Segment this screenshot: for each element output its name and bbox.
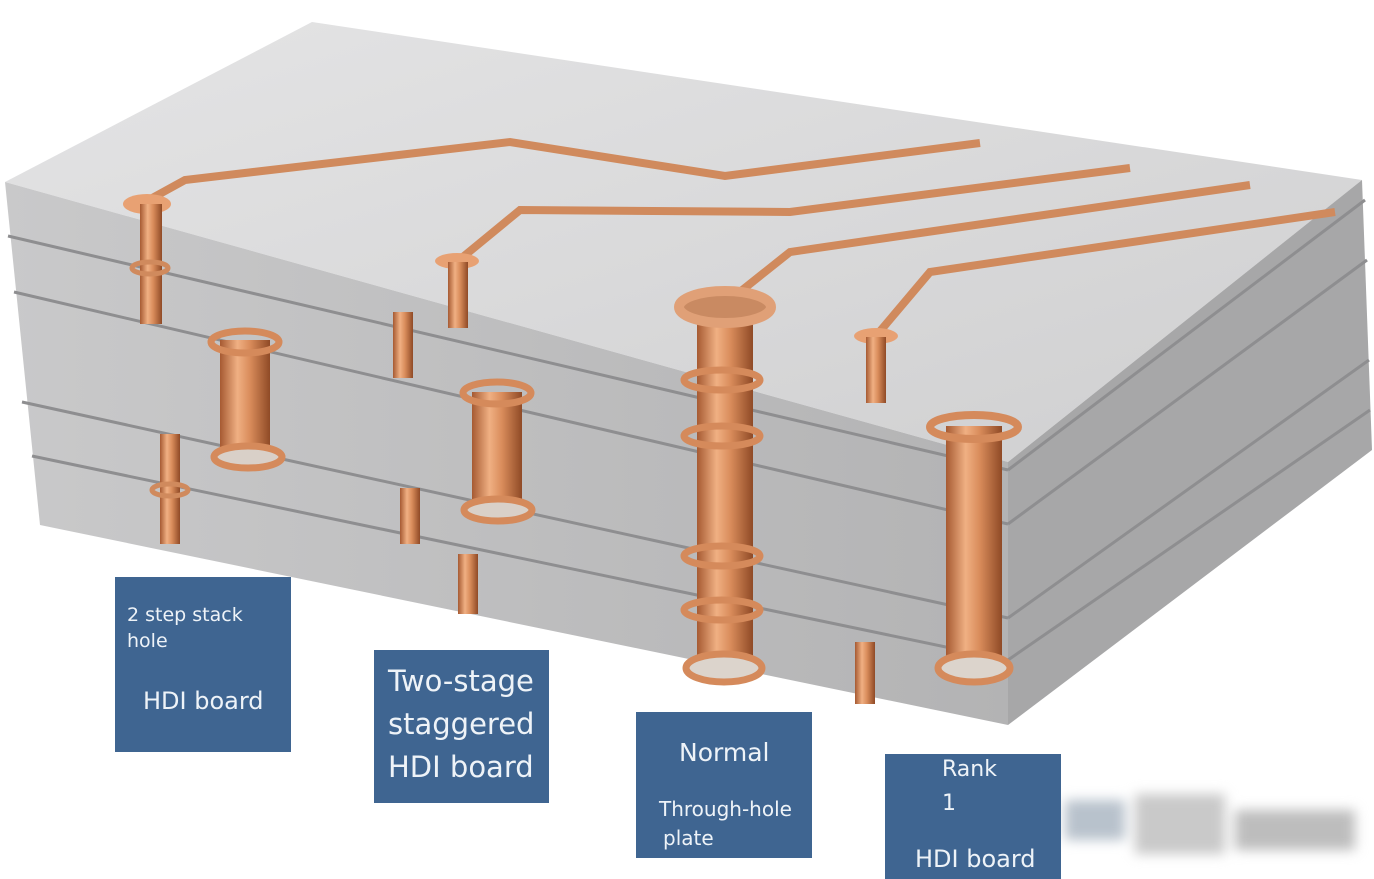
- label-line: Through-hole: [659, 797, 792, 821]
- label-line: staggered: [388, 707, 535, 741]
- label-line: Two-stage: [388, 664, 534, 698]
- label-normal-through-hole: Normal Through-hole plate: [636, 712, 812, 858]
- board-top-face: [5, 22, 1362, 462]
- blurred-watermark: [1055, 790, 1365, 870]
- label-line: 2 step stack: [127, 604, 243, 626]
- label-line: HDI board: [143, 687, 264, 715]
- label-line: plate: [663, 826, 714, 850]
- via-stack: [123, 194, 286, 544]
- label-line: HDI board: [388, 750, 534, 784]
- label-line: hole: [127, 630, 168, 652]
- via-staggered: [393, 253, 536, 614]
- label-two-step-stack-hole: 2 step stack hole HDI board: [115, 577, 291, 752]
- layer-lines: [7, 198, 1371, 662]
- label-line: HDI board: [915, 845, 1036, 873]
- copper-traces: [143, 137, 1336, 339]
- label-rank-one-hdi: Rank 1 HDI board: [885, 754, 1061, 879]
- label-two-stage-staggered: Two-stage staggered HDI board: [374, 650, 549, 803]
- via-rank-one: [854, 328, 1022, 704]
- label-line: Rank: [942, 757, 997, 782]
- label-line: 1: [942, 791, 956, 816]
- board-side-face: [1008, 180, 1372, 725]
- via-through-hole: [674, 286, 776, 686]
- label-line: Normal: [679, 738, 770, 767]
